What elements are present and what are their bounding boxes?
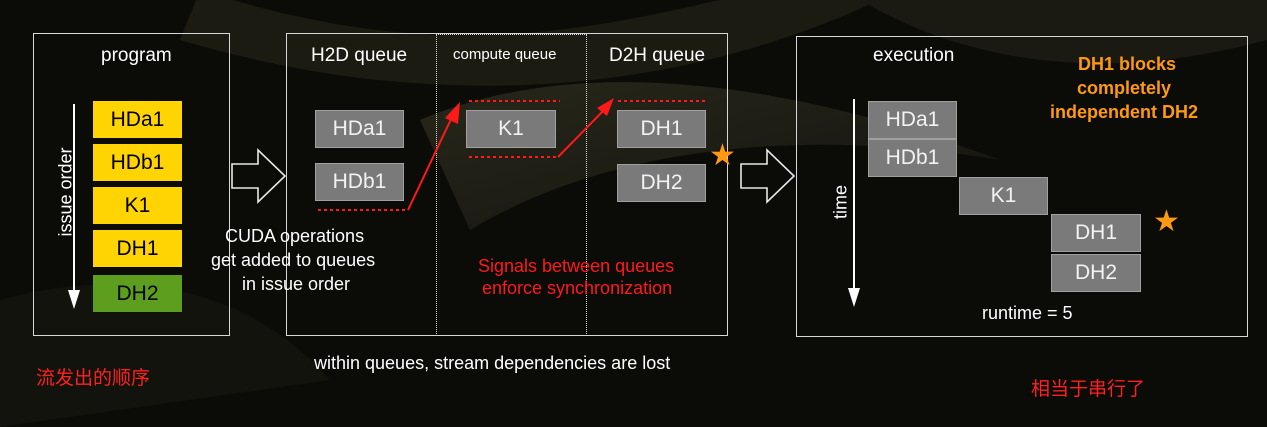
exec-block-hdb1: HDb1 [868,139,957,177]
compute-block-k1: K1 [466,110,556,148]
exec-block-k1: K1 [959,177,1048,215]
execution-panel [796,36,1248,337]
time-axis-label: time [830,184,851,220]
issue-block-dh2: DH2 [93,275,182,312]
issue-block-hda1: HDa1 [93,101,182,138]
highlight-line1: DH1 blocks [1078,54,1177,74]
queue-note-line2: get added to queues [211,250,376,270]
issue-block-dh1: DH1 [93,230,182,267]
right-caption-cn: 相当于串行了 [1031,379,1146,400]
highlight-line3: independent DH2 [1050,102,1199,122]
issue-block-k1: K1 [93,187,182,224]
exec-block-hda1: HDa1 [868,101,957,139]
signal-note-line2: enforce synchronization [482,278,673,298]
signal-note-line1: Signals between queues [478,256,675,276]
bottom-caption: within queues, stream dependencies are l… [314,353,671,373]
program-title: program [101,45,172,66]
star-icon: ★ [709,139,736,172]
issue-block-hdb1: HDb1 [93,144,182,181]
left-caption-cn: 流发出的顺序 [36,368,151,389]
d2h-block-dh1: DH1 [617,110,706,148]
execution-title: execution [873,45,955,66]
d2h-block-dh2: DH2 [617,164,706,202]
h2d-queue-title: H2D queue [311,45,408,66]
program-panel [33,33,230,336]
queue-note-line1: CUDA operations [225,226,365,246]
star-icon: ★ [1153,205,1180,238]
issue-order-label: issue order [55,147,76,237]
exec-block-dh2: DH2 [1051,254,1141,292]
compute-queue-title: compute queue [453,46,557,63]
h2d-block-hda1: HDa1 [315,110,404,148]
queue-note-line3: in issue order [242,274,351,294]
d2h-queue-title: D2H queue [609,45,706,66]
exec-block-dh1: DH1 [1051,214,1141,252]
h2d-block-hdb1: HDb1 [315,163,404,201]
runtime-label: runtime = 5 [982,303,1073,323]
highlight-line2: completely [1077,78,1172,98]
